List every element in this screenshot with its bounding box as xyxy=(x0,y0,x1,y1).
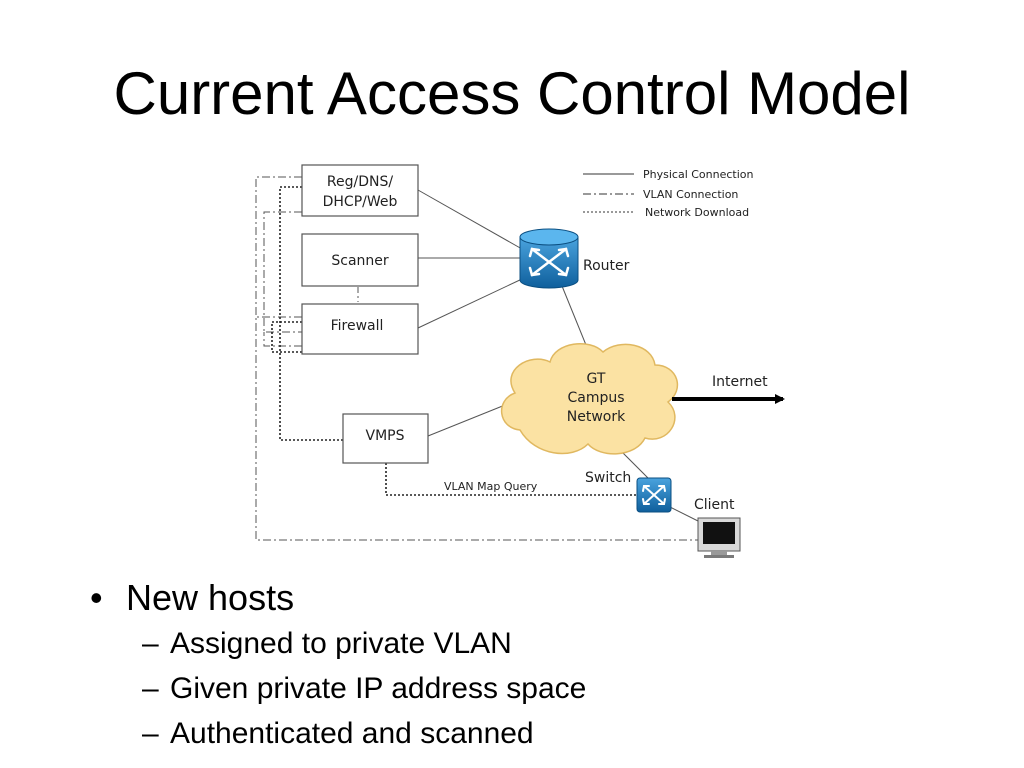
bullet-main-text: New hosts xyxy=(126,577,295,618)
internet-label: Internet xyxy=(712,374,768,390)
dash-icon: – xyxy=(142,672,159,705)
bullet-main: • New hosts xyxy=(90,575,990,621)
sub-bullet-1-text: Assigned to private VLAN xyxy=(170,627,512,660)
switch-icon xyxy=(636,477,672,513)
vlan-firewall-lower xyxy=(263,332,302,347)
vmps-box: VMPS xyxy=(342,413,429,464)
scanner-box: Scanner xyxy=(301,233,419,287)
client-monitor-icon xyxy=(697,517,741,558)
vlan-connections xyxy=(255,176,698,541)
campus-cloud: GT Campus Network xyxy=(500,343,679,455)
vlan-outer-path xyxy=(255,176,698,541)
vlan-reg-firewall-path xyxy=(263,211,302,333)
link-switch-client xyxy=(667,505,701,523)
vlan-map-query-label: VLAN Map Query xyxy=(444,480,538,493)
sub-bullet-3-text: Authenticated and scanned xyxy=(170,717,534,750)
link-firewall-router xyxy=(417,278,523,329)
reg-dns-dhcp-web-box: Reg/DNS/ DHCP/Web xyxy=(301,164,419,217)
physical-connections xyxy=(417,189,701,523)
download-vmps-switch xyxy=(385,463,640,496)
sub-bullet-3: – Authenticated and scanned xyxy=(90,711,990,756)
sub-bullet-1: – Assigned to private VLAN xyxy=(90,621,990,666)
cloud-line2: Campus xyxy=(567,390,624,406)
switch-label: Switch xyxy=(585,470,631,486)
bullet-dot-icon: • xyxy=(90,577,103,618)
link-reg-router xyxy=(417,189,523,250)
download-connections xyxy=(271,186,640,496)
sub-bullet-2-text: Given private IP address space xyxy=(170,672,587,705)
legend: Physical Connection VLAN Connection Netw… xyxy=(583,168,754,219)
dash-icon: – xyxy=(142,717,159,750)
vmps-label: VMPS xyxy=(366,428,405,444)
link-router-cloud xyxy=(561,285,587,346)
scanner-label: Scanner xyxy=(331,253,389,269)
cloud-line1: GT xyxy=(587,371,606,387)
legend-download-label: Network Download xyxy=(645,206,749,219)
sub-bullet-2: – Given private IP address space xyxy=(90,666,990,711)
cloud-line3: Network xyxy=(567,409,626,425)
legend-vlan-label: VLAN Connection xyxy=(643,188,738,201)
link-vmps-cloud xyxy=(427,404,506,437)
download-reg-vmps xyxy=(279,186,343,441)
firewall-box: Firewall xyxy=(301,303,419,355)
router-icon xyxy=(519,228,579,289)
bullet-list: • New hosts – Assigned to private VLAN –… xyxy=(90,575,990,756)
client-label: Client xyxy=(694,497,735,513)
router-label: Router xyxy=(583,258,630,274)
dash-icon: – xyxy=(142,627,159,660)
legend-physical-label: Physical Connection xyxy=(643,168,754,181)
slide-title: Current Access Control Model xyxy=(113,60,911,127)
reg-box-line2: DHCP/Web xyxy=(323,194,398,210)
firewall-label: Firewall xyxy=(331,318,384,334)
link-cloud-switch xyxy=(619,449,651,481)
download-firewall xyxy=(271,321,310,353)
reg-box-line1: Reg/DNS/ xyxy=(327,174,393,190)
